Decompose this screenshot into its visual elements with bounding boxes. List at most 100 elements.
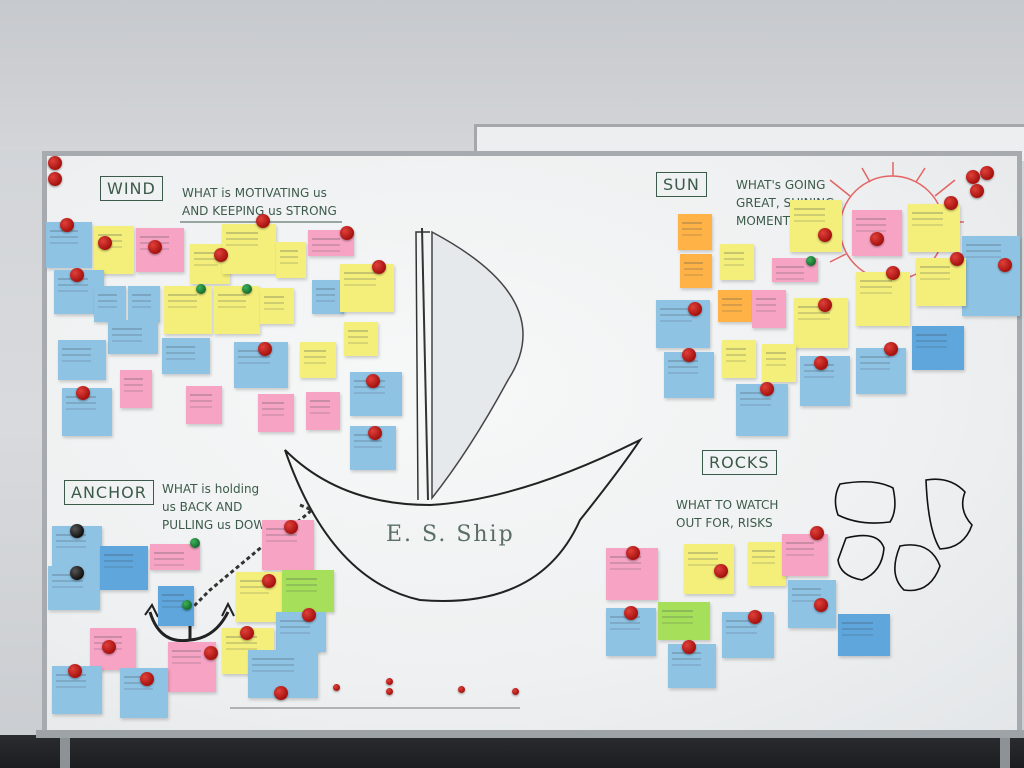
magnet	[512, 688, 519, 695]
rock-3	[837, 534, 885, 581]
magnet	[262, 574, 276, 588]
magnet	[944, 196, 958, 210]
board-stand-leg	[60, 736, 70, 768]
magnet	[458, 686, 465, 693]
magnet	[340, 226, 354, 240]
magnet	[368, 426, 382, 440]
sticky-note	[748, 542, 786, 586]
magnet	[240, 626, 254, 640]
sticky-note	[720, 244, 754, 280]
sticky-note	[100, 546, 148, 590]
sticky-note	[214, 286, 260, 334]
magnet	[814, 598, 828, 612]
sticky-note	[120, 370, 152, 408]
sticky-note	[912, 326, 964, 370]
magnet	[950, 252, 964, 266]
floor	[0, 735, 1024, 768]
magnet	[242, 284, 252, 294]
sticky-note	[108, 320, 158, 354]
sticky-note	[186, 386, 222, 424]
sticky-note	[222, 224, 276, 274]
sticky-note	[790, 200, 842, 252]
sun-title: SUN	[656, 172, 707, 197]
magnet	[48, 156, 62, 170]
magnet	[98, 236, 112, 250]
sticky-note	[658, 602, 710, 640]
sticky-note	[762, 344, 796, 382]
sticky-note	[150, 544, 200, 570]
sticky-note	[306, 392, 340, 430]
ship-hull	[284, 437, 643, 602]
magnet	[258, 342, 272, 356]
magnet	[204, 646, 218, 660]
magnet	[196, 284, 206, 294]
magnet	[386, 678, 393, 685]
magnet	[48, 172, 62, 186]
magnet	[624, 606, 638, 620]
magnet	[886, 266, 900, 280]
magnet	[688, 302, 702, 316]
rocks-title: ROCKS	[702, 450, 777, 475]
ship-sail	[431, 230, 524, 501]
magnet	[682, 640, 696, 654]
sticky-note	[162, 338, 210, 374]
magnet	[966, 170, 980, 184]
magnet	[372, 260, 386, 274]
wind-title: WIND	[100, 176, 163, 201]
sticky-note	[282, 570, 334, 612]
sticky-note	[678, 214, 712, 250]
magnet	[870, 232, 884, 246]
rock-1	[834, 480, 896, 524]
magnet	[748, 610, 762, 624]
magnet	[810, 526, 824, 540]
magnet	[626, 546, 640, 560]
sticky-note	[752, 290, 786, 328]
magnet	[806, 256, 816, 266]
board-stand-leg	[1000, 736, 1010, 768]
anchor-subtitle: WHAT is holding us BACK AND PULLING us D…	[162, 482, 275, 532]
magnet	[140, 672, 154, 686]
magnet	[274, 686, 288, 700]
magnet	[70, 524, 84, 538]
magnet	[333, 684, 340, 691]
magnet	[256, 214, 270, 228]
sticky-note	[788, 580, 836, 628]
magnet	[998, 258, 1012, 272]
magnet	[70, 268, 84, 282]
magnet	[814, 356, 828, 370]
sticky-note	[722, 340, 756, 378]
magnet	[760, 382, 774, 396]
magnet	[60, 218, 74, 232]
sticky-note	[260, 288, 294, 324]
sticky-note	[258, 394, 294, 432]
magnet	[818, 298, 832, 312]
magnet	[366, 374, 380, 388]
sticky-note	[128, 286, 160, 322]
magnet	[148, 240, 162, 254]
magnet	[714, 564, 728, 578]
rock-4	[894, 544, 941, 592]
magnet	[76, 386, 90, 400]
sticky-note	[838, 614, 890, 656]
magnet	[682, 348, 696, 362]
sticky-note	[856, 348, 906, 394]
ship-mast	[421, 227, 429, 501]
anchor-title: ANCHOR	[64, 480, 154, 505]
marker-tray	[36, 730, 1024, 738]
magnet	[970, 184, 984, 198]
magnet	[884, 342, 898, 356]
magnet	[190, 538, 200, 548]
sticky-note	[312, 280, 344, 314]
sticky-note	[276, 612, 326, 652]
sticky-note	[276, 242, 306, 278]
magnet	[386, 688, 393, 695]
sticky-note	[680, 254, 712, 288]
magnet	[980, 166, 994, 180]
sticky-note	[58, 340, 106, 380]
magnet	[284, 520, 298, 534]
sticky-note	[344, 322, 378, 356]
sticky-note	[856, 272, 910, 326]
magnet	[818, 228, 832, 242]
rocks-subtitle: WHAT TO WATCH OUT FOR, RISKS	[676, 498, 779, 530]
sticky-note	[916, 258, 966, 306]
